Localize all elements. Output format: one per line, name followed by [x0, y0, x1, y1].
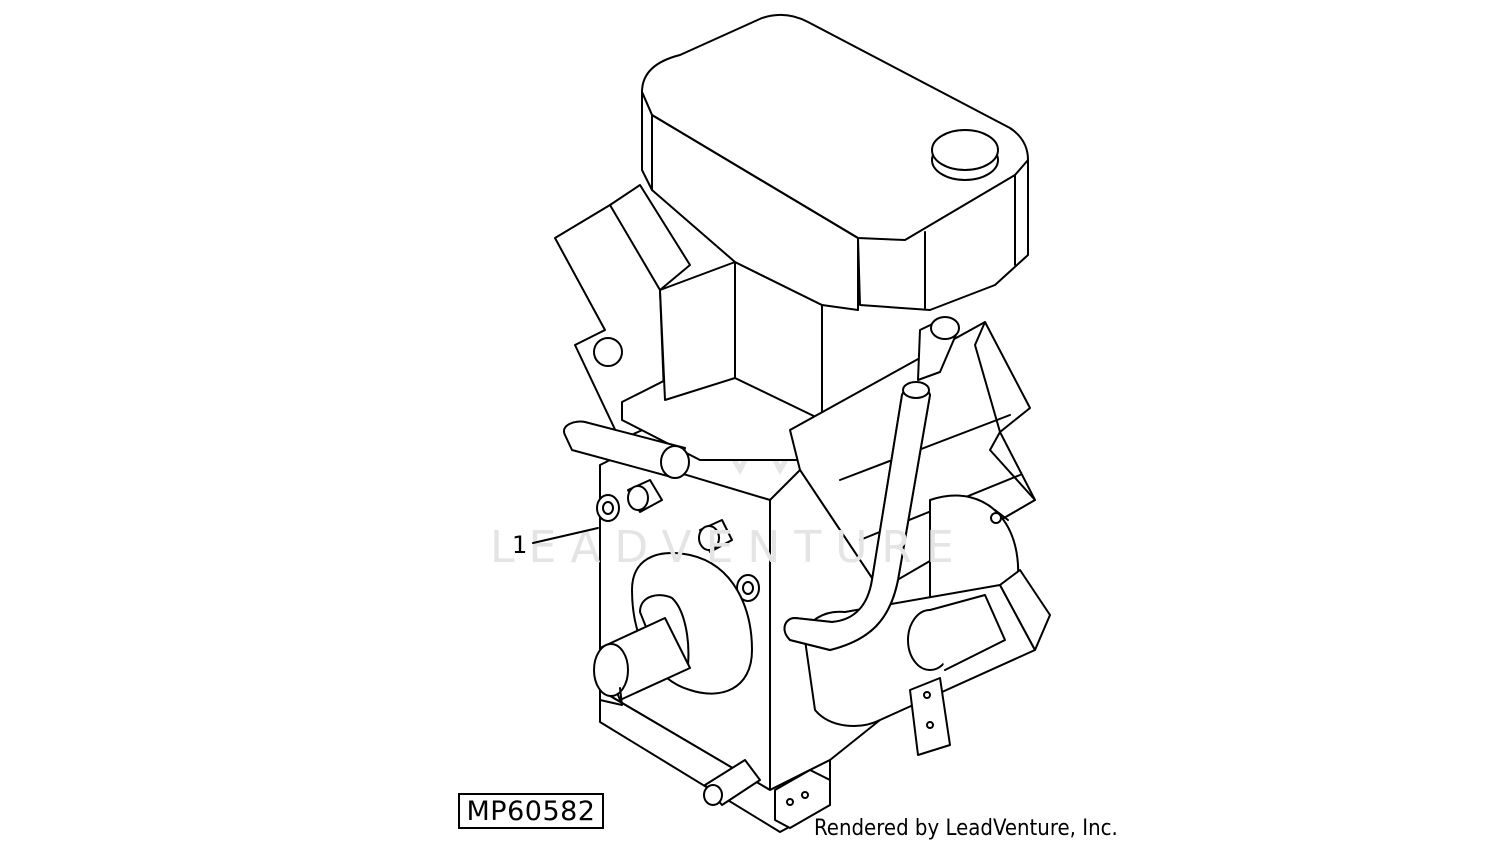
figure-id-box: MP60582 [458, 793, 604, 829]
mount-foot-side [774, 769, 831, 829]
mount-foot-right [909, 677, 951, 756]
callout-label: 1 [512, 531, 527, 559]
callout-1: 1 [512, 527, 599, 559]
render-credit: Rendered by LeadVenture, Inc. [814, 816, 1118, 841]
breather-tube-end [930, 316, 960, 340]
bracket-hole [593, 337, 623, 367]
fuel-cap [931, 129, 999, 171]
watermark-text: LEADVENTURE [490, 522, 968, 573]
face-bolts [596, 479, 760, 602]
fuel-tank [641, 13, 1029, 311]
oil-fill-tube-end [660, 445, 690, 479]
crankshaft-end [593, 643, 629, 697]
